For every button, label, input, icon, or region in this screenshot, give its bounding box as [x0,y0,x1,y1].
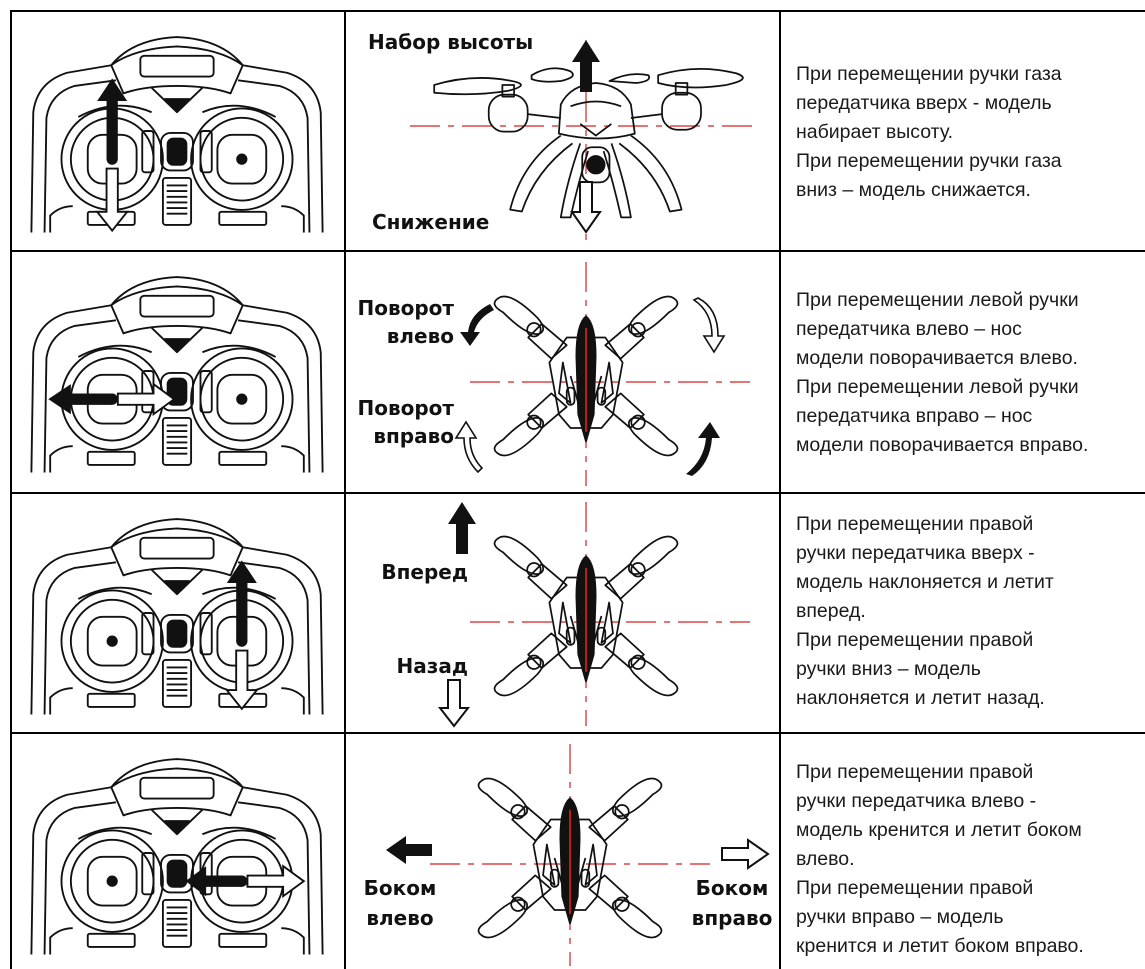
yaw-stick-arrows [48,382,176,417]
description-line: При перемещении левой ручки [796,289,1079,311]
rotate-right-icon [454,420,484,474]
description-row-3: При перемещении правой ручки передатчика… [796,510,1054,713]
arrow-left-icon [185,866,242,897]
rotate-left-icon [460,304,494,346]
label-side-left-1: Боком [363,876,437,900]
description-line: модель наклоняется и летит [796,571,1054,593]
description-line: вниз – модель снижается. [796,179,1031,201]
label-descend: Снижение [372,210,490,234]
arrow-up-icon [226,560,257,642]
label-rotate-right-1: Поворот [357,396,454,420]
description-row-4: При перемещении правой ручки передатчика… [796,758,1084,961]
description-line: влево. [796,848,855,870]
description-row-2: При перемещении левой ручки передатчика … [796,286,1088,460]
arrow-up-icon [572,40,600,92]
description-line: При перемещении правой [796,513,1034,535]
label-rotate-left-2: влево [386,324,454,348]
description-line: При перемещении правой [796,629,1034,651]
arrow-right-icon [721,838,770,870]
row-divider-1 [10,250,1145,252]
pitch-stick-arrows [224,560,259,711]
quadcopter-top-icon [466,510,706,722]
label-rotate-left-1: Поворот [357,296,454,320]
rotate-left-icon [686,422,720,476]
description-line: передатчика влево – нос [796,318,1022,340]
description-line: вперед. [796,600,866,622]
label-rotate-right-2: вправо [373,424,454,448]
rotate-right-icon [692,297,726,354]
description-line: наклоняется и летит назад. [796,687,1045,709]
arrow-down-icon [224,649,259,711]
arrow-down-icon [437,679,471,728]
description-line: ручки передатчика влево - [796,790,1037,812]
description-line: При перемещении левой ручки [796,376,1079,398]
throttle-stick-arrows [95,78,130,233]
quadcopter-top-icon [466,270,706,482]
description-line: При перемещении ручки газа [796,63,1062,85]
quadcopter-top-icon [450,752,690,964]
arrow-right-icon [116,382,176,417]
arrow-up-icon [448,502,476,554]
description-line: набирает высоту. [796,121,954,143]
label-side-left-2: влево [366,906,434,930]
roll-stick-arrows [185,864,306,899]
arrow-left-icon [386,836,432,864]
column-divider-2 [779,10,781,969]
arrow-down-icon [570,181,602,234]
arrow-up-icon [97,78,128,160]
description-line: передатчика вверх - модель [796,92,1052,114]
description-row-1: При перемещении ручки газа передатчика в… [796,60,1062,205]
column-divider-1 [344,10,346,969]
description-line: кренится и летит боком вправо. [796,935,1084,957]
description-line: ручки передатчика вверх - [796,542,1035,564]
label-side-right-1: Боком [695,876,769,900]
description-line: При перемещении правой [796,877,1034,899]
table-border-left [10,10,12,969]
description-line: При перемещении ручки газа [796,150,1062,172]
description-line: ручки вниз – модель [796,658,981,680]
row-divider-2 [10,492,1145,494]
description-line: модели поворачивается влево. [796,347,1078,369]
label-back: Назад [396,654,468,678]
label-ascend: Набор высоты [368,30,534,54]
description-line: ручки вправо – модель [796,906,1004,928]
description-line: При перемещении правой [796,761,1034,783]
label-side-right-2: вправо [691,906,773,930]
description-line: передатчика вправо – нос [796,405,1033,427]
arrow-left-icon [48,384,113,415]
row-divider-3 [10,732,1145,734]
arrow-down-icon [95,167,130,233]
table-border-top [10,10,1145,12]
label-forward: Вперед [381,560,468,584]
description-line: модель кренится и летит боком [796,819,1082,841]
description-line: модели поворачивается вправо. [796,434,1089,456]
arrow-right-icon [246,864,306,899]
